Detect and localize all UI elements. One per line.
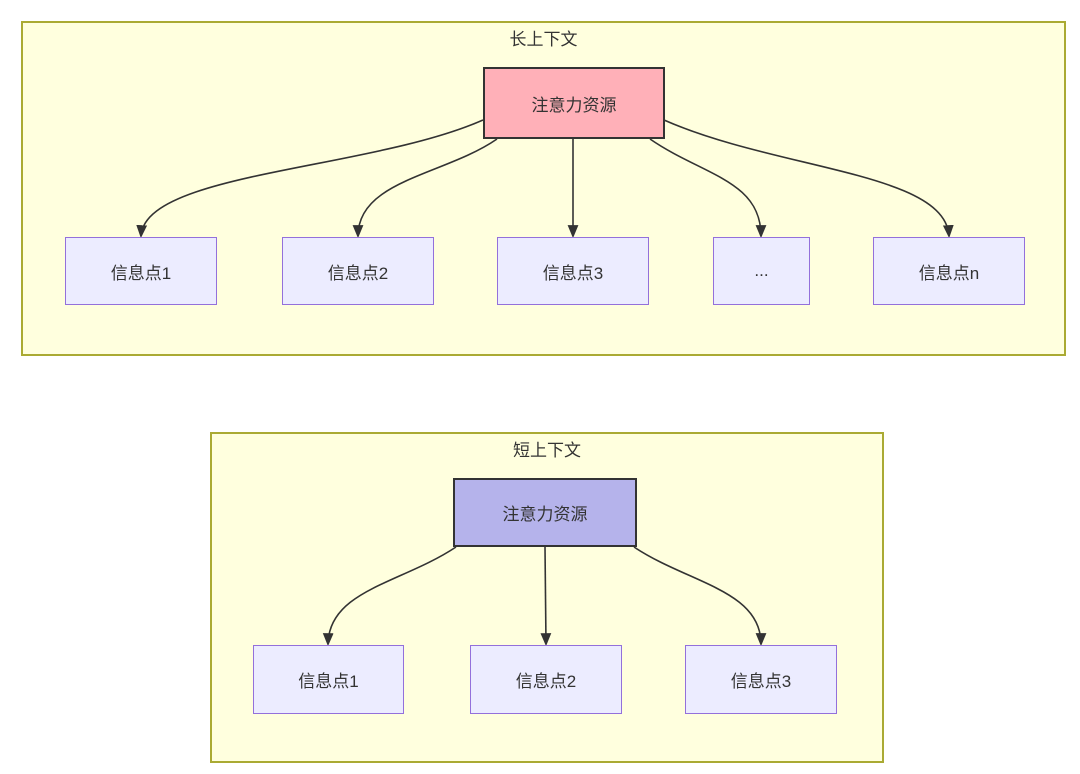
long-info-node-1: 信息点1 — [65, 237, 217, 305]
short-info-node-1-label: 信息点1 — [298, 672, 359, 691]
long-info-node-n-label: 信息点n — [918, 263, 980, 283]
long-info-node-2-label: 信息点2 — [327, 263, 389, 283]
long-info-node-3-label: 信息点3 — [542, 263, 604, 283]
short-info-node-3: 信息点3 — [685, 645, 837, 714]
long-info-node-ellipsis: ... — [713, 237, 810, 305]
short-context-title: 短上下文 — [513, 441, 581, 460]
long-info-node-1-label: 信息点1 — [110, 263, 172, 283]
long-info-node-3: 信息点3 — [497, 237, 649, 305]
long-info-node-n: 信息点n — [873, 237, 1025, 305]
attention-node-short-label: 注意力资源 — [502, 505, 588, 524]
long-context-title: 长上下文 — [509, 30, 578, 49]
short-info-node-2-label: 信息点2 — [515, 672, 577, 691]
attention-node-long: 注意力资源 — [483, 67, 665, 139]
long-info-node-ellipsis-label: ... — [754, 261, 769, 280]
attention-node-short: 注意力资源 — [453, 478, 637, 547]
short-info-node-1: 信息点1 — [253, 645, 404, 714]
short-info-node-3-label: 信息点3 — [730, 672, 792, 691]
long-info-node-2: 信息点2 — [282, 237, 434, 305]
attention-node-long-label: 注意力资源 — [531, 95, 617, 115]
short-info-node-2: 信息点2 — [470, 645, 622, 714]
